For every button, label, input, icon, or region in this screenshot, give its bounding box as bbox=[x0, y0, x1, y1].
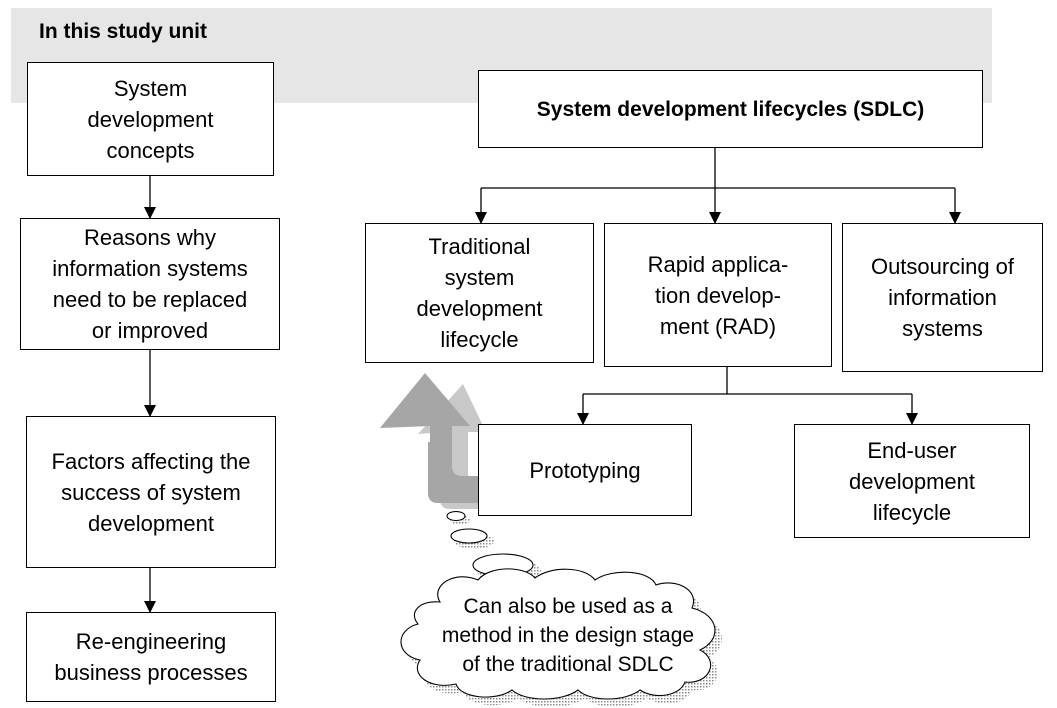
thought-bubble-small bbox=[446, 510, 466, 522]
box-factors-affecting-success: Factors affecting the success of system … bbox=[26, 416, 276, 568]
box-outsourcing: Outsourcing of information systems bbox=[842, 223, 1043, 372]
page-title: In this study unit bbox=[39, 20, 207, 43]
box-system-development-concepts: System development concepts bbox=[27, 62, 274, 176]
box-reengineering-business-processes: Re-engineering business processes bbox=[26, 612, 276, 702]
thought-bubble-medium bbox=[450, 528, 488, 544]
box-reasons-information-systems: Reasons why information systems need to … bbox=[20, 218, 280, 350]
box-end-user-development: End-user development lifecycle bbox=[794, 424, 1030, 538]
cloud-note-text: Can also be used as a method in the desi… bbox=[441, 595, 695, 676]
thought-cloud bbox=[400, 568, 716, 700]
box-sdlc-title: System development lifecycles (SDLC) bbox=[478, 70, 983, 148]
box-prototyping: Prototyping bbox=[478, 424, 692, 516]
curved-arrow bbox=[380, 373, 480, 503]
box-traditional-sdlc: Traditional system development lifecycle bbox=[365, 223, 594, 363]
box-rad: Rapid applica- tion develop- ment (RAD) bbox=[604, 223, 832, 367]
